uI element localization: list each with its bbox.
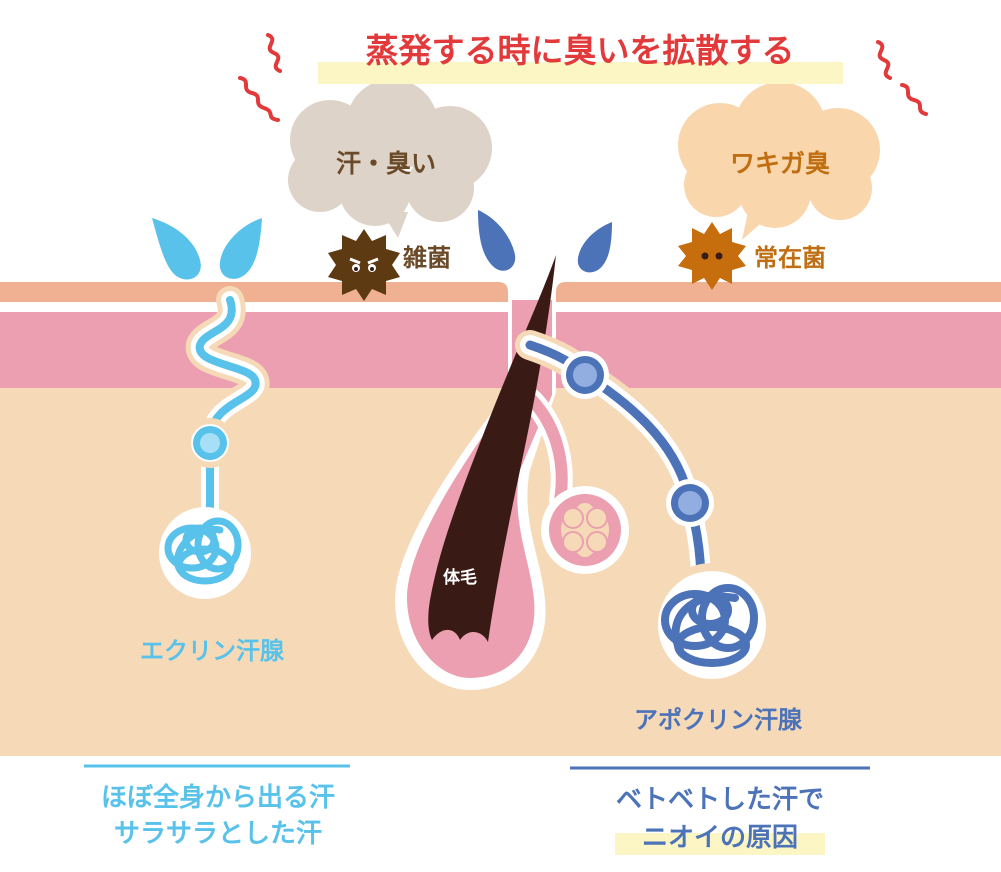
apocrine-drop-left <box>478 210 516 271</box>
resident-bacteria-icon <box>678 222 746 290</box>
hair-follicle: 体毛 <box>395 255 629 690</box>
apocrine-caption: ベトベトした汗で ニオイの原因 <box>570 766 870 855</box>
germ-right-label: 常在菌 <box>754 244 826 272</box>
apocrine-caption-line1: ベトベトした汗で <box>616 785 824 815</box>
eccrine-caption: ほぼ全身から出る汗 サラサラとした汗 <box>84 764 350 849</box>
squiggle-icon <box>238 33 928 122</box>
title-area: 蒸発する時に臭いを拡散する <box>238 31 928 122</box>
bubble-sweat-odor: 汗・臭い <box>288 79 492 238</box>
skin-outer-layer-left <box>0 282 508 302</box>
eccrine-caption-line1: ほぼ全身から出る汗 <box>101 782 335 813</box>
eccrine-drop-left <box>152 218 201 280</box>
skin-white-line <box>0 302 1001 312</box>
eccrine-gland: エクリン汗腺 <box>140 286 285 665</box>
bubble-right-text: ワキガ臭 <box>730 149 830 178</box>
apocrine-drop-right <box>577 222 612 273</box>
bacteria-germs: 雑菌 常在菌 <box>328 222 826 301</box>
eccrine-drop-right <box>219 218 262 279</box>
germ-icon <box>328 229 400 301</box>
bubble-left-text: 汗・臭い <box>336 149 436 178</box>
eccrine-duct <box>195 296 260 524</box>
title-highlight <box>318 62 843 84</box>
skin-outer-layer-right <box>556 282 1001 302</box>
skin-pink-layer <box>0 312 1001 388</box>
germ-left-label: 雑菌 <box>402 244 451 272</box>
eccrine-caption-line2: サラサラとした汗 <box>114 819 322 849</box>
sweat-drops <box>152 210 612 280</box>
eccrine-label: エクリン汗腺 <box>140 637 285 665</box>
apocrine-label: アポクリン汗腺 <box>634 706 803 734</box>
eccrine-coil <box>159 507 251 599</box>
title-text: 蒸発する時に臭いを拡散する <box>366 31 795 70</box>
bubble-wakiga-odor: ワキガ臭 <box>678 82 880 240</box>
apocrine-gland: アポクリン汗腺 <box>515 330 803 734</box>
hair-label: 体毛 <box>443 567 477 588</box>
apocrine-coil <box>650 563 774 687</box>
apocrine-caption-highlight <box>615 833 825 855</box>
sebaceous-gland <box>521 389 629 574</box>
apocrine-caption-line2: ニオイの原因 <box>642 823 798 853</box>
